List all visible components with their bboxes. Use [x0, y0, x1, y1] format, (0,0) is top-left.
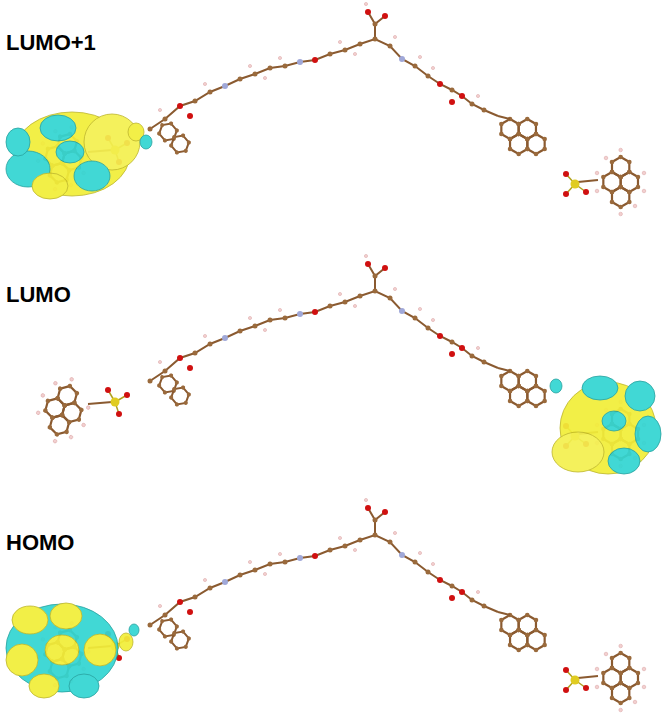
orbital-label: LUMO: [6, 282, 71, 308]
orbital-label: LUMO+1: [6, 30, 96, 56]
orbital-isosurface: [6, 603, 139, 698]
orbital-isosurface: [550, 376, 661, 474]
molecule-panel: [6, 498, 646, 711]
molecule-panel: [30, 254, 661, 474]
orbital-isosurface: [6, 112, 152, 199]
orbital-label: HOMO: [6, 530, 74, 556]
molecule-panel: [6, 2, 646, 215]
